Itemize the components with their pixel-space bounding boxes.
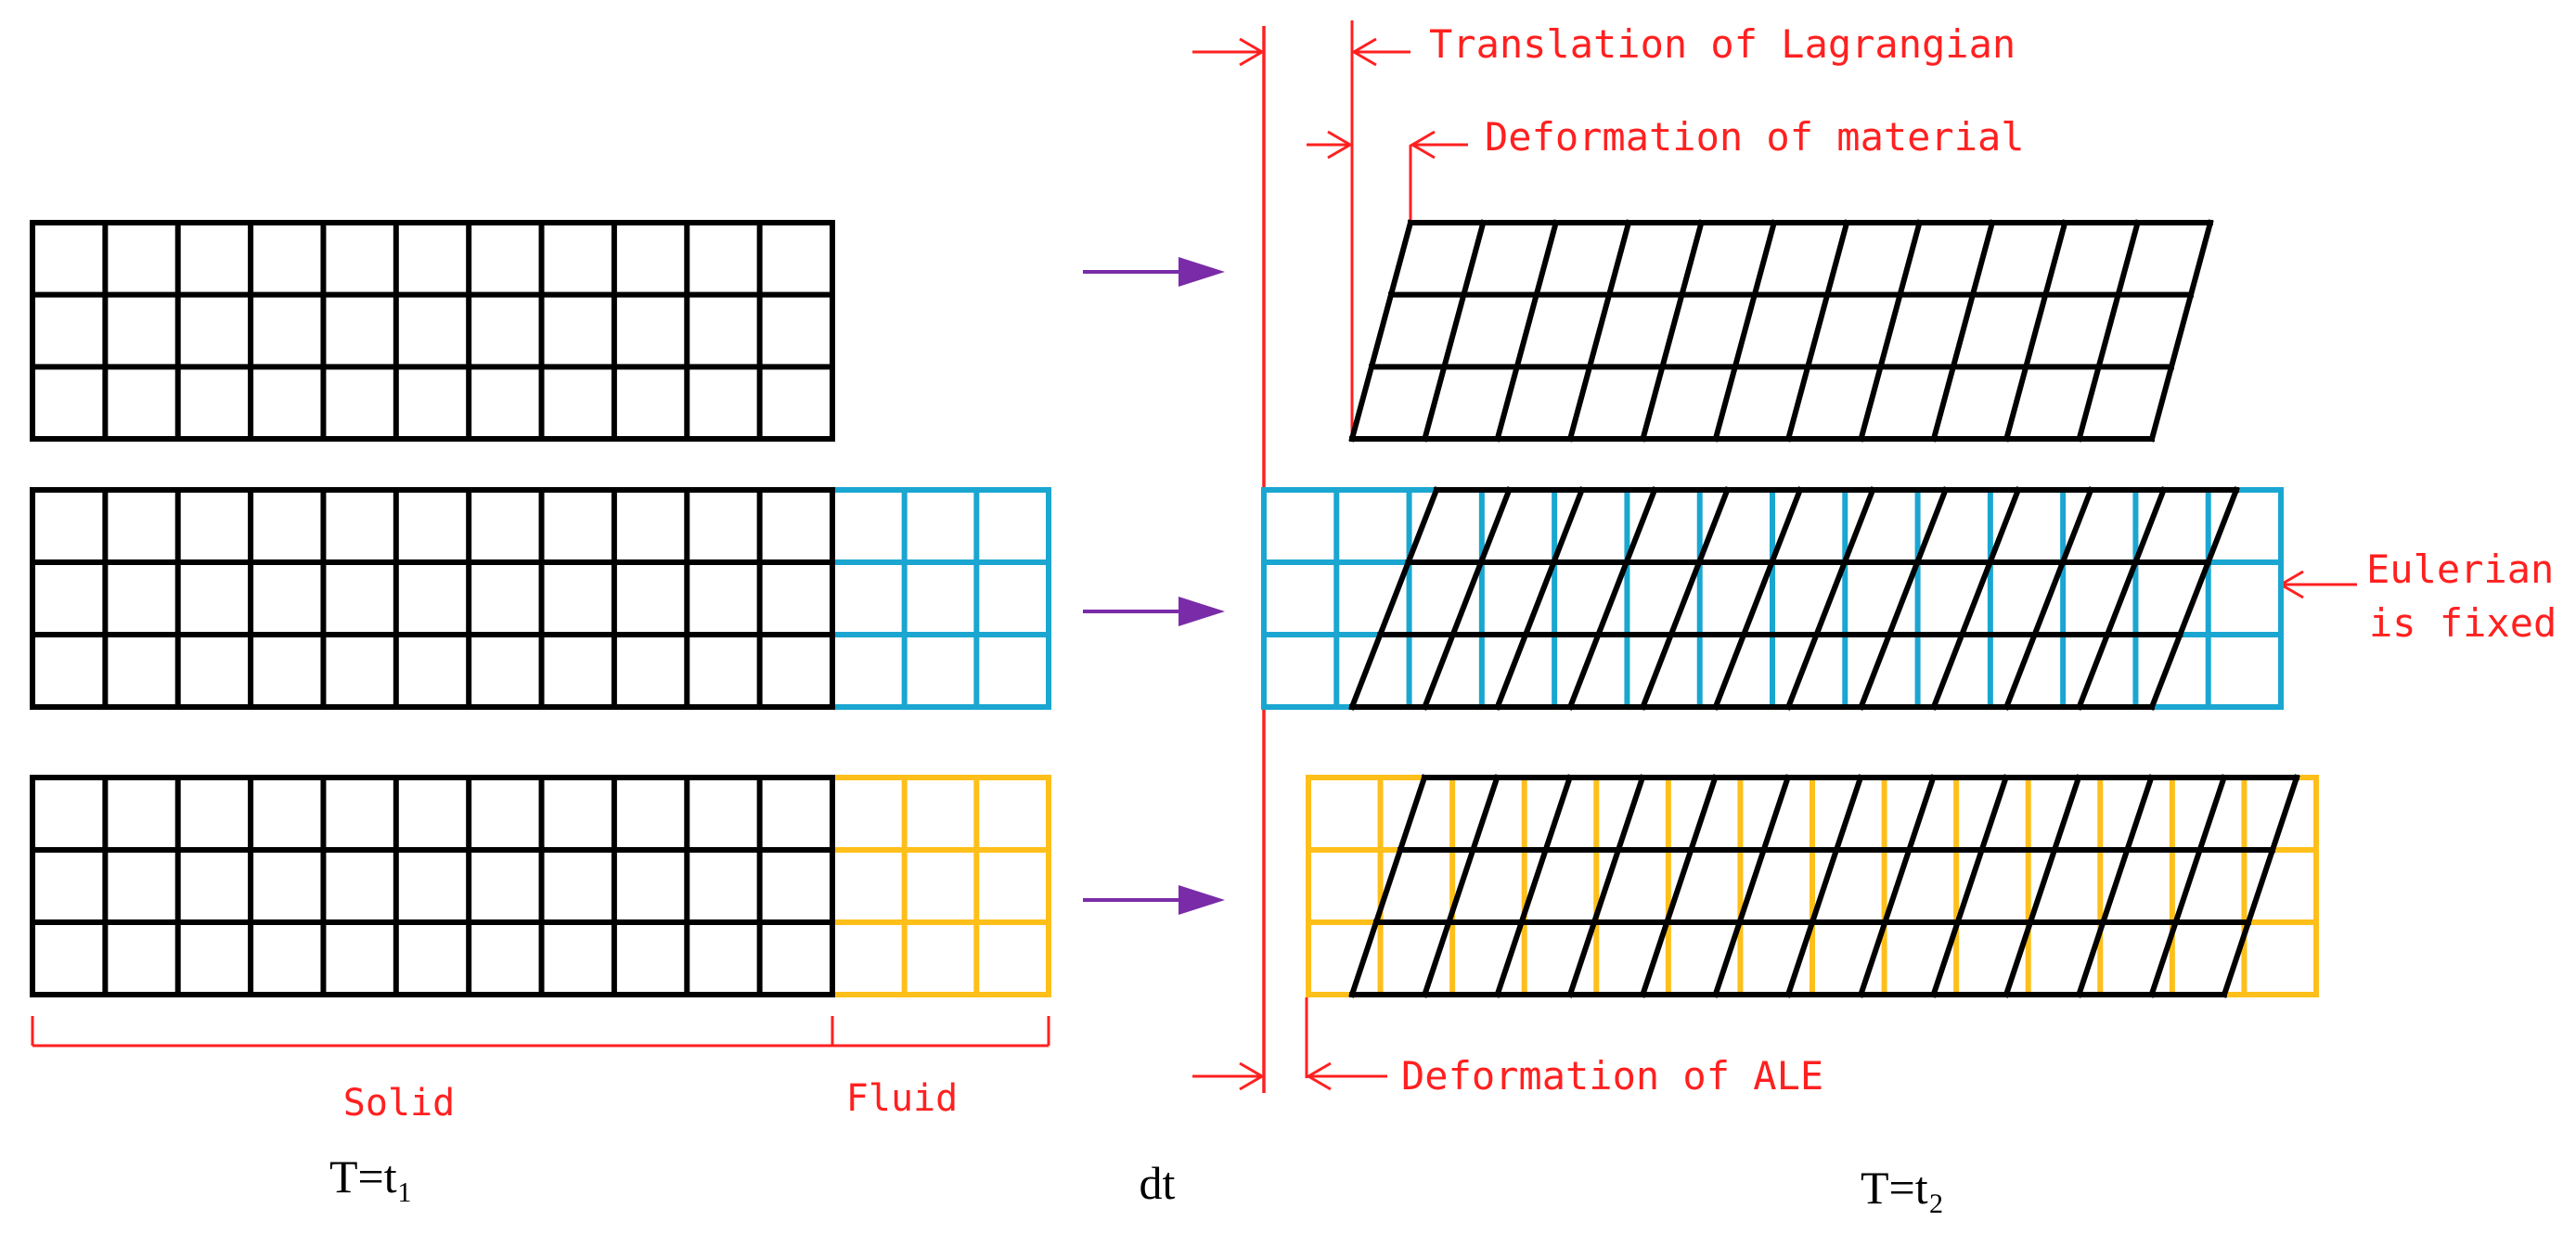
deformed-lagrangian-edge-slanted-line: [2003, 219, 2068, 443]
deformed-lagrangian-edge-slanted-line: [1348, 219, 1414, 443]
left-ale-mesh: [30, 775, 1051, 997]
right-eulerian-fixed-grid: [1261, 487, 2284, 710]
ale-material-edge-slanted-line: [1784, 774, 1864, 998]
left-lagrangian-mesh: [30, 220, 835, 442]
deformed-lagrangian-edge-slanted-line: [1712, 219, 1778, 443]
ale-material-edge-slanted-line: [1348, 774, 1428, 998]
ale-material-edge-slanted-line: [2147, 774, 2228, 998]
translation-label: Translation of Lagrangian: [1429, 21, 2016, 67]
deformation-material-label: Deformation of material: [1485, 114, 2025, 160]
eulerian-material-edge-slanted-line: [2003, 486, 2095, 711]
ale-material-edge-slanted-line: [2221, 774, 2300, 998]
transition-arrow-eulerian: [1083, 597, 1225, 626]
deformed-lagrangian-edge-slanted-line: [1494, 219, 1560, 443]
ale-material-edge-slanted-line: [1421, 774, 1501, 998]
right-lagrangian-mesh-deformed: [1348, 219, 2214, 443]
deformed-lagrangian-edge-slanted-line: [1566, 219, 1632, 443]
eulerian-material-edge-slanted-line: [1930, 486, 2022, 711]
transition-arrow-lagrangian: [1083, 257, 1225, 287]
deformation-ale-label: Deformation of ALE: [1401, 1053, 1823, 1099]
right-ale-deformed-material: [1348, 774, 2300, 998]
eulerian-material-edge-slanted-line: [1493, 486, 1586, 711]
left-eulerian-mesh: [30, 487, 1051, 710]
transition-arrow-ale: [1083, 885, 1225, 915]
ale-material-edge-slanted-line: [1711, 774, 1792, 998]
deformed-lagrangian-edge-slanted-line: [1857, 219, 1924, 443]
eulerian-indicator: [2278, 570, 2357, 599]
solid-label: Solid: [343, 1082, 455, 1125]
solid-fluid-bracket: [31, 1016, 1050, 1048]
ale-translation-indicator: [1192, 1061, 1265, 1091]
translation-indicator: [1192, 20, 1410, 439]
deformed-lagrangian-edge-slanted-line: [1421, 219, 1488, 443]
deformed-lagrangian-edge-slanted-line: [2148, 219, 2214, 443]
eulerian-material-edge-slanted-line: [1711, 486, 1804, 711]
eulerian-material-edge-slanted-line: [1348, 486, 1440, 711]
ale-material-edge-slanted-line: [2075, 774, 2156, 998]
deformed-lagrangian-edge-slanted-line: [1784, 219, 1850, 443]
ale-material-edge-slanted-line: [1566, 774, 1646, 998]
eulerian-label-line1: Eulerian: [2366, 546, 2554, 592]
eulerian-material-edge-slanted-line: [1566, 486, 1658, 711]
ale-material-edge-slanted-line: [1929, 774, 2010, 998]
ale-material-edge-slanted-line: [2003, 774, 2082, 998]
fluid-label: Fluid: [846, 1077, 958, 1120]
right-eulerian-deformed-material: [1348, 486, 2240, 711]
dt-label: dt: [1140, 1157, 1176, 1209]
ale-material-edge-slanted-line: [1639, 774, 1719, 998]
time-t2-label: T=t₂: [1861, 1162, 1944, 1214]
eulerian-material-edge-slanted-line: [2075, 486, 2168, 711]
time-t1-label: T=t₁: [329, 1151, 413, 1202]
deformation-ale-indicator: [1305, 997, 1387, 1091]
eulerian-material-edge-slanted-line: [2148, 486, 2240, 711]
deformed-lagrangian-edge-slanted-line: [1930, 219, 1996, 443]
eulerian-material-edge-slanted-line: [1857, 486, 1950, 711]
ale-material-edge-slanted-line: [1857, 774, 1938, 998]
ale-material-edge-slanted-line: [1493, 774, 1574, 998]
eulerian-material-edge-slanted-line: [1639, 486, 1732, 711]
deformation-material-indicator: [1307, 130, 1468, 223]
eulerian-material-edge-slanted-line: [1421, 486, 1513, 711]
deformed-lagrangian-edge-slanted-line: [1639, 219, 1706, 443]
eulerian-material-edge-slanted-line: [1784, 486, 1877, 711]
deformed-lagrangian-edge-slanted-line: [2075, 219, 2142, 443]
eulerian-label-line2: is fixed: [2369, 600, 2557, 646]
